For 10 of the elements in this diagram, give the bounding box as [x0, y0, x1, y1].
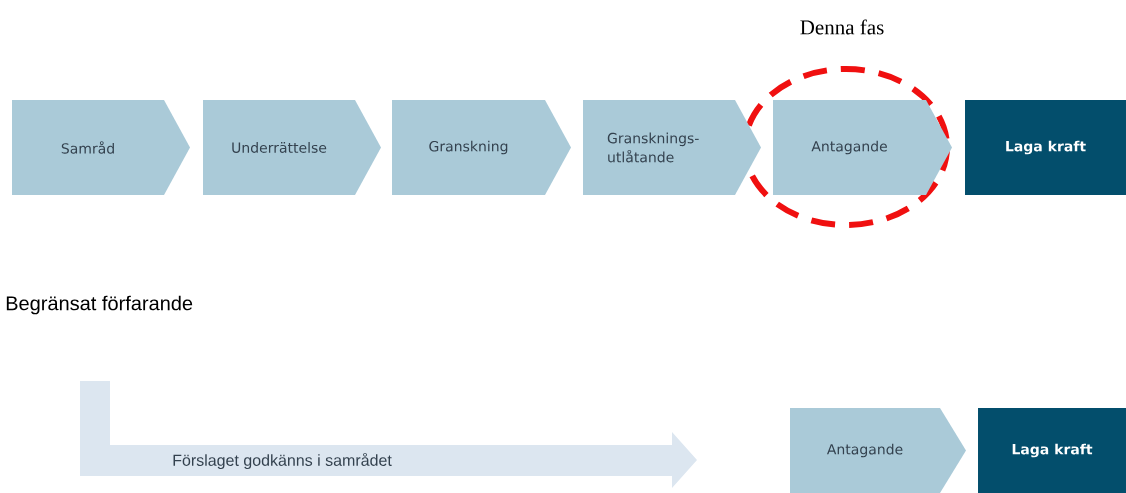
result-box: Laga kraft	[965, 100, 1126, 195]
process-step: Antagande	[773, 100, 952, 195]
result-box: Laga kraft	[978, 408, 1126, 493]
phase-label: Denna fas	[800, 19, 884, 35]
process-step: Underrättelse	[203, 100, 381, 195]
process-step: Antagande	[790, 408, 966, 493]
section-heading: Begränsat förfarande	[6, 295, 193, 315]
process-step: Gransknings- utlåtande	[583, 100, 761, 195]
process-step: Samråd	[12, 100, 190, 195]
process-step: Granskning	[392, 100, 571, 195]
